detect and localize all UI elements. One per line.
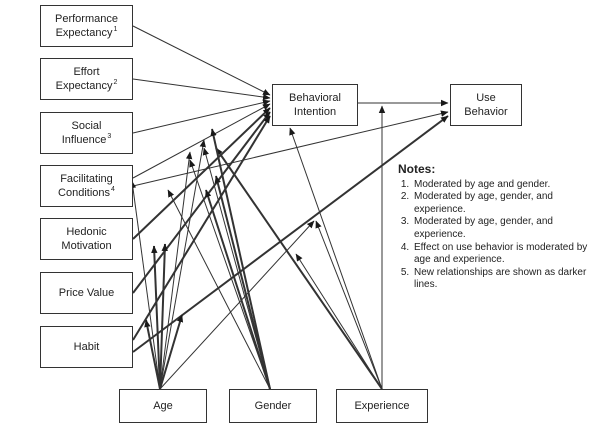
node-experience: Experience xyxy=(336,389,428,423)
node-facilitating-conditions: Facilitating Conditions4 xyxy=(40,165,133,207)
note-item-4: Effect on use behavior is moderated by a… xyxy=(412,242,598,267)
node-social-influence-line1: Social xyxy=(71,120,102,132)
node-price-value-label: Price Value xyxy=(58,287,115,299)
node-use-behavior: Use Behavior xyxy=(450,84,522,126)
edge-gender-to-habit-path xyxy=(210,128,271,390)
node-facilitating-conditions-line2: Conditions xyxy=(58,187,111,199)
node-use-behavior-line1: Use xyxy=(476,92,496,104)
note-item-2: Moderated by age, gender, and experience… xyxy=(412,191,598,216)
node-hedonic-motivation-line1: Hedonic xyxy=(66,226,107,238)
edge-age-to-habit-path xyxy=(144,319,161,390)
node-gender: Gender xyxy=(229,389,317,423)
node-use-behavior-line2: Behavior xyxy=(464,106,508,118)
edge-price-to-intention xyxy=(132,111,271,294)
edge-performance-to-intention xyxy=(132,25,271,96)
node-behavioral-intention-line2: Intention xyxy=(293,106,337,118)
note-ref-2: 2 xyxy=(113,79,118,87)
edge-age-to-price-path xyxy=(159,243,168,390)
note-ref-4: 4 xyxy=(111,186,115,194)
note-ref-3: 3 xyxy=(107,133,112,141)
notes-panel: Notes: Moderated by age and gender. Mode… xyxy=(398,163,598,292)
note-ref-1: 1 xyxy=(113,26,118,34)
node-social-influence-line2: Influence xyxy=(61,134,107,146)
edge-age-to-performance-path xyxy=(159,151,193,390)
node-effort-expectancy-line2: Expectancy xyxy=(55,80,113,92)
node-effort-expectancy: Effort Expectancy2 xyxy=(40,58,133,100)
edge-experience-to-intention xyxy=(289,127,383,390)
node-price-value: Price Value xyxy=(40,272,133,314)
node-habit-label: Habit xyxy=(73,341,100,353)
node-social-influence: Social Influence3 xyxy=(40,112,133,154)
node-age-label: Age xyxy=(153,400,173,412)
node-hedonic-motivation-line2: Motivation xyxy=(61,240,112,252)
edge-age-to-social-path xyxy=(159,139,206,390)
node-habit: Habit xyxy=(40,326,133,368)
node-hedonic-motivation: Hedonic Motivation xyxy=(40,218,133,260)
edge-experience-to-habit-path xyxy=(215,147,383,390)
note-item-1: Moderated by age and gender. xyxy=(412,179,598,192)
edge-age-to-hedonic-path xyxy=(151,245,161,390)
notes-list: Moderated by age and gender. Moderated b… xyxy=(398,179,598,292)
edge-hedonic-to-intention xyxy=(132,107,271,240)
notes-heading: Notes: xyxy=(398,162,436,176)
edge-gender-to-price-path xyxy=(214,175,271,390)
edge-effort-to-intention xyxy=(132,78,271,101)
edge-habit-to-use xyxy=(132,115,449,353)
edge-gender-to-performance-path xyxy=(167,189,271,390)
node-age: Age xyxy=(119,389,207,423)
edge-experience-to-facilitating-path xyxy=(315,220,383,390)
edge-age-to-habit-use-path xyxy=(159,314,184,390)
node-effort-expectancy-line1: Effort xyxy=(73,66,100,78)
node-behavioral-intention: Behavioral Intention xyxy=(272,84,358,126)
node-behavioral-intention-line1: Behavioral xyxy=(289,92,341,104)
node-experience-label: Experience xyxy=(354,400,410,412)
edge-gender-to-effort-path xyxy=(189,159,271,390)
edge-age-to-facilitating-use-path xyxy=(159,220,315,390)
edge-social-to-intention xyxy=(132,99,271,134)
node-performance-expectancy: Performance Expectancy1 xyxy=(40,5,133,47)
edge-age-to-facilitating-path xyxy=(129,180,161,390)
node-performance-expectancy-line1: Performance xyxy=(55,13,118,25)
edge-facilitating-to-intention xyxy=(132,103,271,179)
edge-gender-to-hedonic-path xyxy=(205,189,271,390)
note-item-5: New relationships are shown as darker li… xyxy=(412,267,598,292)
node-gender-label: Gender xyxy=(254,400,292,412)
node-performance-expectancy-line2: Expectancy xyxy=(55,27,113,39)
node-facilitating-conditions-line1: Facilitating xyxy=(60,173,113,185)
edge-facilitating-to-use xyxy=(132,110,449,187)
note-item-3: Moderated by age, gender, and experience… xyxy=(412,216,598,241)
